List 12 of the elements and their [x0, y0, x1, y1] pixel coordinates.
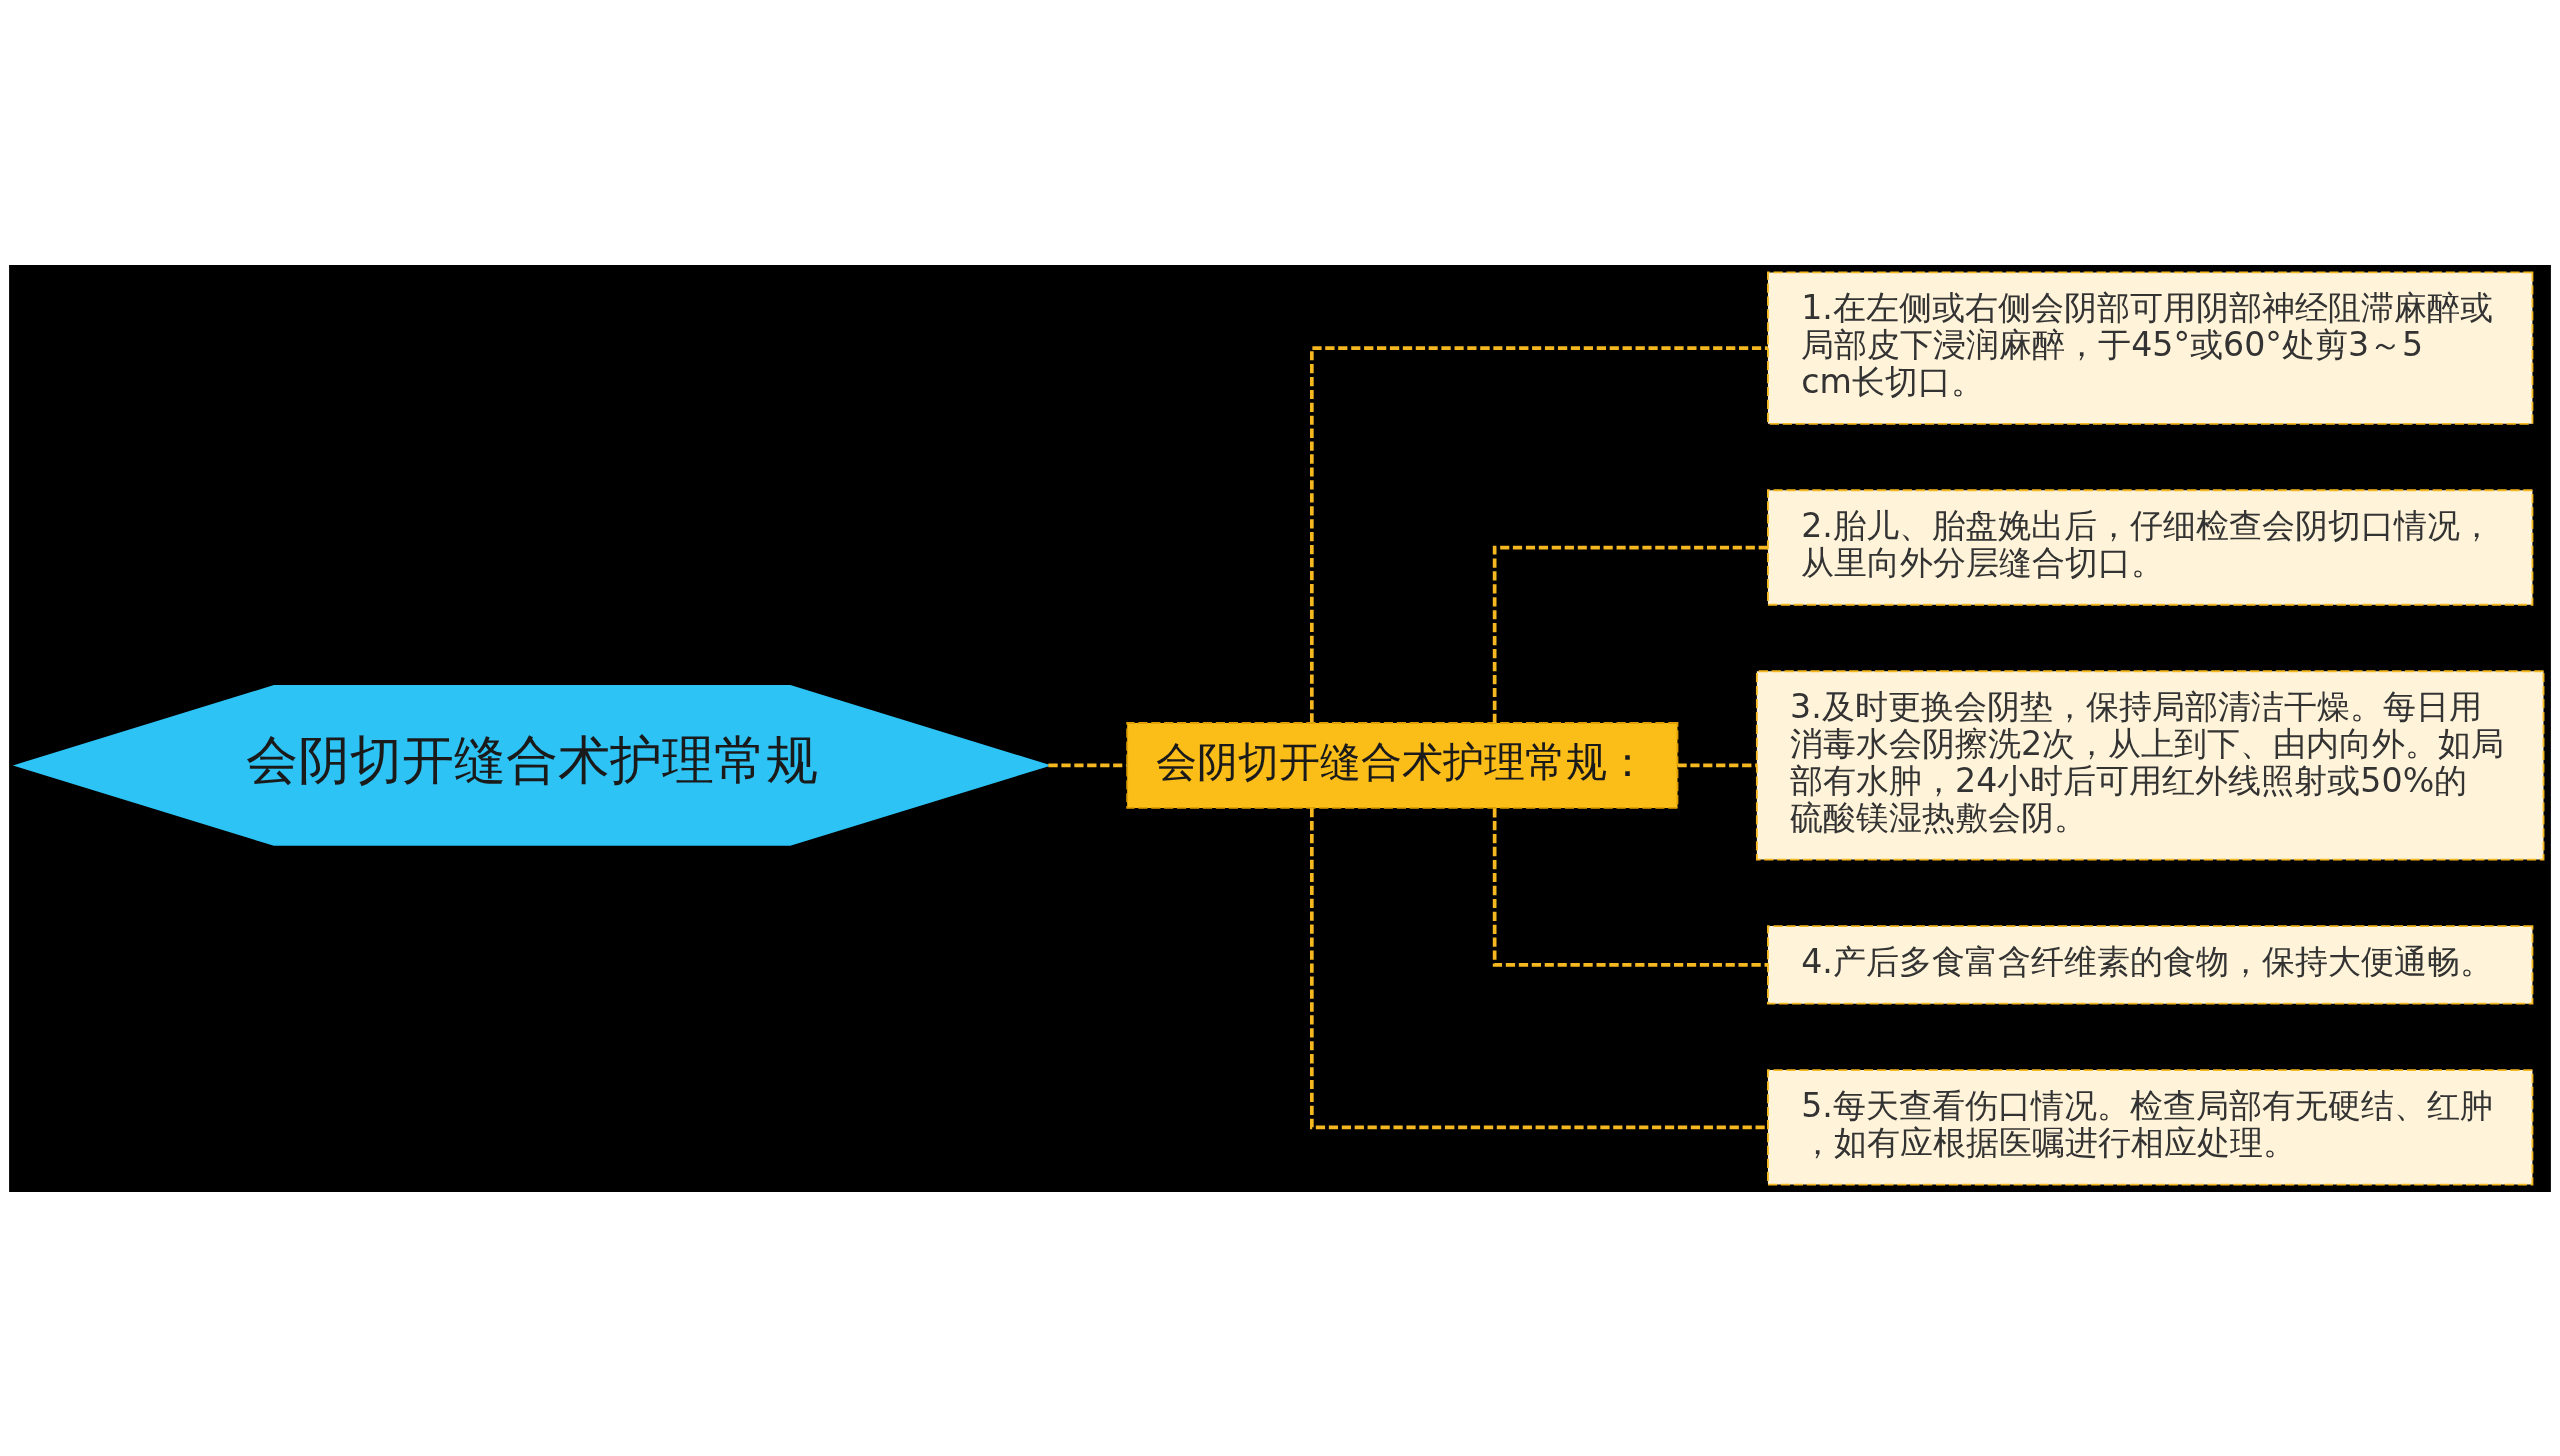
node-box: 5.每天查看伤口情况。检查局部有无硬结、红肿，如有应根据医嘱进行相应处理。: [1767, 1068, 2534, 1186]
node-box: 4.产后多食富含纤维素的食物，保持大便通畅。: [1767, 924, 2534, 1005]
connector: [1310, 345, 1768, 722]
node-box: 会阴切开缝合术护理常规：: [1126, 721, 1679, 809]
connector: [1310, 807, 1768, 1129]
node-box: 1.在左侧或右侧会阴部可用阴部神经阻滞麻醉或局部皮下浸润麻醉，于45°或60°处剪3～5cm长切口。: [1767, 270, 2534, 425]
connector: [1492, 807, 1768, 967]
node-box: 2.胎儿、胎盘娩出后，仔细检查会阴切口情况，从里向外分层缝合切口。: [1767, 488, 2534, 606]
connector: [1677, 763, 1757, 767]
node-box: 3.及时更换会阴垫，保持局部清洁干燥。每日用消毒水会阴擦洗2次，从上到下、由内向外。如局部有水肿，24小时后可用红外线照射或50%的硫酸镁湿热敷会阴。: [1755, 669, 2545, 861]
connector: [1492, 545, 1768, 723]
connector: [1048, 763, 1127, 767]
